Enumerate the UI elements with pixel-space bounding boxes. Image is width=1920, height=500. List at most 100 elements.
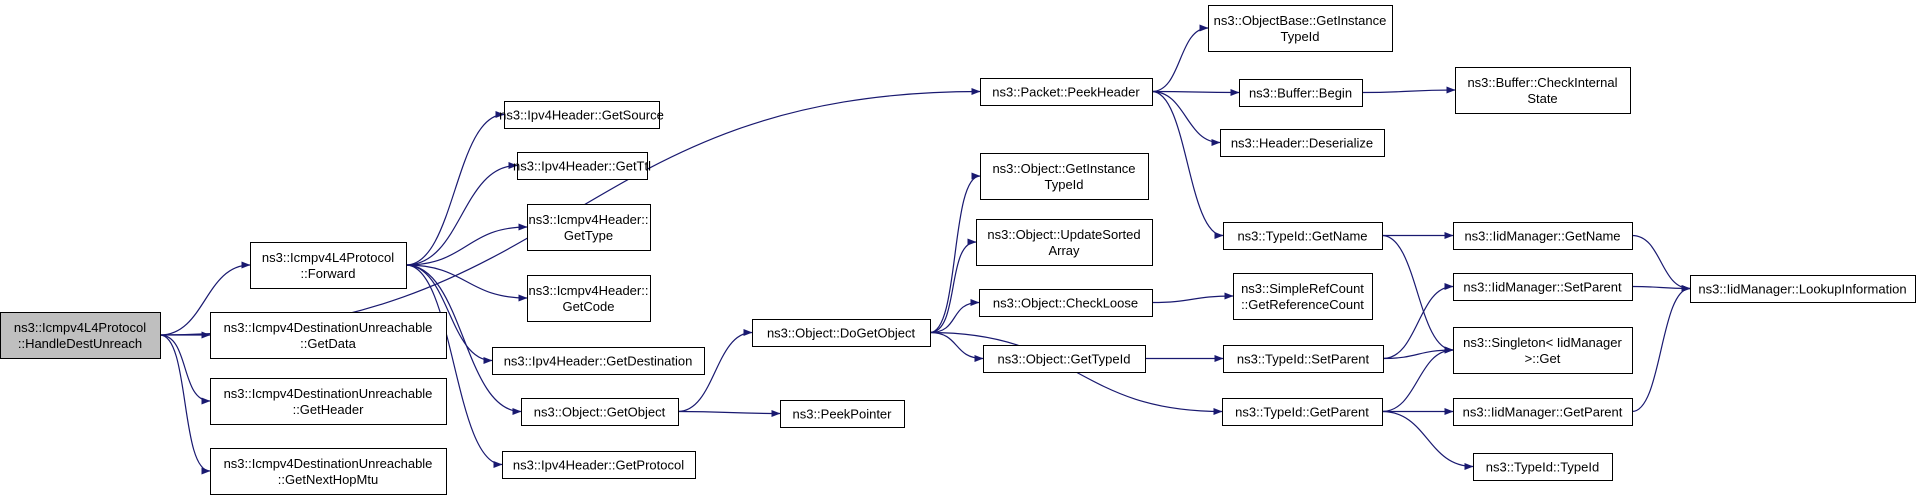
node-box	[979, 289, 1153, 317]
node-typeid-getparent[interactable]: ns3::TypeId::GetParent	[1222, 398, 1383, 426]
node-label: ns3::Icmpv4Header::	[529, 283, 649, 298]
node-label: ns3::IidManager::LookupInformation	[1698, 282, 1906, 297]
node-box	[502, 451, 696, 479]
node-typeid-typeid[interactable]: ns3::TypeId::TypeId	[1473, 453, 1613, 481]
node-box	[517, 152, 648, 180]
node-iid-setparent[interactable]: ns3::IidManager::SetParent	[1453, 273, 1633, 301]
node-box	[1223, 222, 1383, 250]
node-forward[interactable]: ns3::Icmpv4L4Protocol::Forward	[250, 242, 407, 289]
edge-typeid-getparent-to-singleton-get	[1381, 346, 1454, 413]
node-label: GetType	[564, 228, 613, 243]
node-box	[1233, 273, 1373, 320]
edge-forward-to-getttl	[405, 162, 518, 266]
edge-buffer-begin-to-buffer-checkinternal	[1361, 86, 1456, 94]
node-box	[1453, 273, 1633, 301]
node-box	[0, 312, 161, 359]
node-peekheader[interactable]: ns3::Packet::PeekHeader	[980, 78, 1153, 106]
edge-iid-getparent-to-lookupinfo	[1631, 285, 1691, 413]
node-label: ::Forward	[301, 266, 356, 281]
node-label: ::HandleDestUnreach	[18, 336, 142, 351]
edge-forward-to-getcode	[405, 264, 528, 302]
node-buffer-begin[interactable]: ns3::Buffer::Begin	[1239, 79, 1363, 107]
node-singleton-get[interactable]: ns3::Singleton< IidManager >::Get	[1453, 327, 1633, 374]
node-box	[527, 275, 651, 322]
node-box	[976, 219, 1153, 266]
edge-checkloose-to-getrefcount	[1151, 292, 1234, 304]
node-label: ns3::Ipv4Header::GetDestination	[504, 354, 693, 369]
node-label: ns3::PeekPointer	[792, 407, 892, 422]
node-typeid-setparent[interactable]: ns3::TypeId::SetParent	[1223, 345, 1384, 373]
node-dogetobject[interactable]: ns3::Object::DoGetObject	[752, 319, 931, 347]
node-getobject[interactable]: ns3::Object::GetObject	[521, 398, 679, 426]
node-label: TypeId	[1044, 177, 1083, 192]
node-checkloose[interactable]: ns3::Object::CheckLoose	[979, 289, 1153, 317]
node-label: ns3::SimpleRefCount	[1241, 281, 1364, 296]
node-label: ns3::Object::GetTypeId	[998, 352, 1131, 367]
node-box	[1453, 398, 1633, 426]
node-iid-getname[interactable]: ns3::IidManager::GetName	[1453, 222, 1633, 250]
node-label: TypeId	[1280, 29, 1319, 44]
node-label: ns3::ObjectBase::GetInstance	[1214, 13, 1387, 28]
edge-peekheader-to-header-deser	[1151, 90, 1221, 146]
edge-typeid-setparent-to-iid-setparent	[1382, 283, 1454, 360]
node-label: ns3::IidManager::GetParent	[1463, 405, 1623, 420]
node-label: ns3::Icmpv4L4Protocol	[14, 320, 146, 335]
node-box	[521, 398, 679, 426]
node-box	[250, 242, 407, 289]
edge-forward-to-getsource	[405, 111, 505, 266]
node-label: ns3::TypeId::SetParent	[1237, 352, 1370, 367]
node-box	[527, 204, 651, 251]
edge-dogetobject-to-checkloose	[929, 299, 980, 334]
edge-dogetobject-to-obj-getinstance	[929, 172, 981, 334]
node-box	[1220, 129, 1385, 157]
node-box	[210, 378, 447, 425]
node-label: >::Get	[1525, 351, 1561, 366]
node-label: ns3::Ipv4Header::GetTtl	[513, 159, 651, 174]
node-label: ns3::Icmpv4DestinationUnreachable	[224, 456, 433, 471]
edge-forward-to-gettype	[405, 223, 528, 266]
node-box	[210, 312, 447, 359]
node-box	[752, 319, 931, 347]
node-label: ns3::Object::CheckLoose	[993, 296, 1138, 311]
node-gettype[interactable]: ns3::Icmpv4Header::GetType	[527, 204, 651, 251]
edge-forward-to-getobject	[405, 264, 522, 415]
node-label: ns3::Object::UpdateSorted	[987, 227, 1140, 242]
node-label: ns3::Icmpv4DestinationUnreachable	[224, 386, 433, 401]
node-box	[1453, 327, 1633, 374]
node-getrefcount[interactable]: ns3::SimpleRefCount::GetReferenceCount	[1233, 273, 1373, 320]
node-getttl[interactable]: ns3::Ipv4Header::GetTtl	[513, 152, 651, 180]
node-getdata[interactable]: ns3::Icmpv4DestinationUnreachable::GetDa…	[210, 312, 447, 359]
node-getheader[interactable]: ns3::Icmpv4DestinationUnreachable::GetHe…	[210, 378, 447, 425]
node-label: ns3::IidManager::GetName	[1464, 229, 1620, 244]
node-peekpointer[interactable]: ns3::PeekPointer	[780, 400, 905, 428]
node-label: ns3::Ipv4Header::GetProtocol	[513, 458, 684, 473]
node-label: ns3::Icmpv4DestinationUnreachable	[224, 320, 433, 335]
node-root[interactable]: ns3::Icmpv4L4Protocol::HandleDestUnreach	[0, 312, 161, 359]
node-label: ns3::Packet::PeekHeader	[992, 85, 1140, 100]
node-getcode[interactable]: ns3::Icmpv4Header::GetCode	[527, 275, 651, 322]
node-box	[980, 153, 1149, 200]
node-label: ns3::Buffer::Begin	[1249, 86, 1352, 101]
edge-typeid-getname-to-singleton-get	[1381, 234, 1454, 354]
edge-dogetobject-to-updatesorted	[929, 238, 977, 334]
node-getprotocol[interactable]: ns3::Ipv4Header::GetProtocol	[502, 451, 696, 479]
node-getsource[interactable]: ns3::Ipv4Header::GetSource	[499, 101, 664, 129]
node-getnexthop[interactable]: ns3::Icmpv4DestinationUnreachable::GetNe…	[210, 448, 447, 495]
node-typeid-getname[interactable]: ns3::TypeId::GetName	[1223, 222, 1383, 250]
edge-getobject-to-peekpointer	[677, 409, 781, 417]
node-iid-getparent[interactable]: ns3::IidManager::GetParent	[1453, 398, 1633, 426]
node-box	[504, 101, 660, 129]
node-box	[210, 448, 447, 495]
node-label: ns3::TypeId::GetParent	[1235, 405, 1369, 420]
edge-getobject-to-dogetobject	[677, 329, 753, 413]
node-header-deser[interactable]: ns3::Header::Deserialize	[1220, 129, 1385, 157]
node-lookupinfo[interactable]: ns3::IidManager::LookupInformation	[1690, 275, 1916, 303]
node-label: ns3::TypeId::TypeId	[1486, 460, 1599, 475]
node-getdest[interactable]: ns3::Ipv4Header::GetDestination	[492, 347, 705, 375]
node-obj-gettypeid[interactable]: ns3::Object::GetTypeId	[983, 345, 1146, 373]
